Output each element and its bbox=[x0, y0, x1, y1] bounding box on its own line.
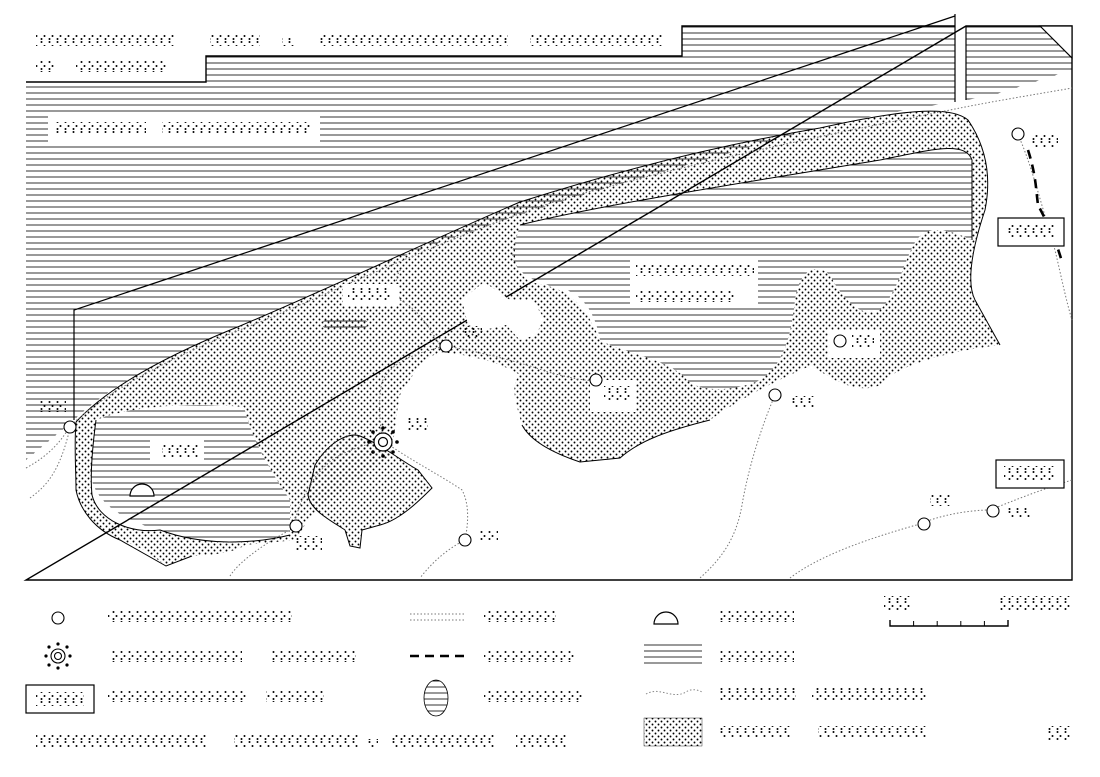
circle-marker-icon bbox=[289, 519, 303, 533]
point-markers bbox=[63, 127, 1025, 547]
circle-marker-icon bbox=[917, 517, 931, 531]
circle-marker-icon bbox=[1011, 127, 1025, 141]
legend bbox=[25, 610, 1072, 747]
dotted-double-line-icon bbox=[410, 613, 466, 621]
sun-marker-icon bbox=[44, 642, 72, 670]
horizontal-hatch-icon bbox=[644, 644, 702, 668]
circle-marker-icon bbox=[768, 388, 782, 402]
circle-marker-icon bbox=[986, 504, 1000, 518]
half-disc-icon bbox=[653, 611, 679, 625]
map-label-boxes bbox=[48, 116, 1065, 489]
circle-marker-icon bbox=[51, 611, 65, 625]
circle-marker-icon bbox=[458, 533, 472, 547]
wavy-line-icon bbox=[645, 689, 703, 696]
half-disc-icon bbox=[129, 483, 155, 497]
scale-bar bbox=[884, 596, 1072, 627]
dot-stipple-icon bbox=[643, 717, 703, 747]
coast-outlines bbox=[74, 110, 1001, 567]
boundary-lines bbox=[73, 14, 1073, 420]
braille-title bbox=[36, 34, 664, 72]
circle-marker-icon bbox=[439, 339, 453, 353]
circle-marker-icon bbox=[63, 420, 77, 434]
braille-map-labels bbox=[40, 134, 1058, 550]
circle-marker-icon bbox=[833, 334, 847, 348]
hatched-oval-icon bbox=[423, 679, 449, 717]
forest-areas bbox=[76, 111, 1000, 566]
circle-marker-icon bbox=[589, 373, 603, 387]
sun-marker-icon bbox=[367, 426, 399, 458]
